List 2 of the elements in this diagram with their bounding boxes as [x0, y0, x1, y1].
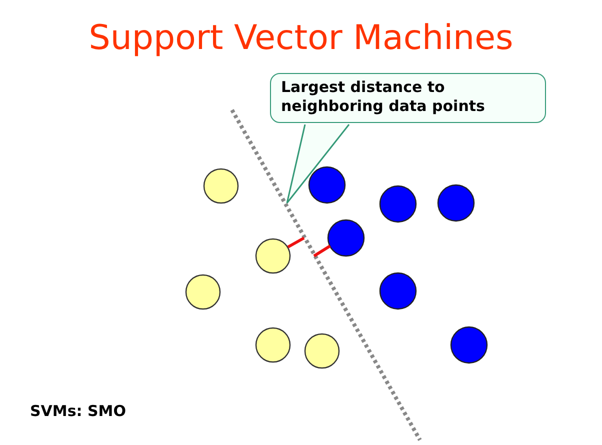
note-text: SVMs: SMO: [30, 402, 126, 420]
slide-title: Support Vector Machines: [88, 18, 514, 58]
